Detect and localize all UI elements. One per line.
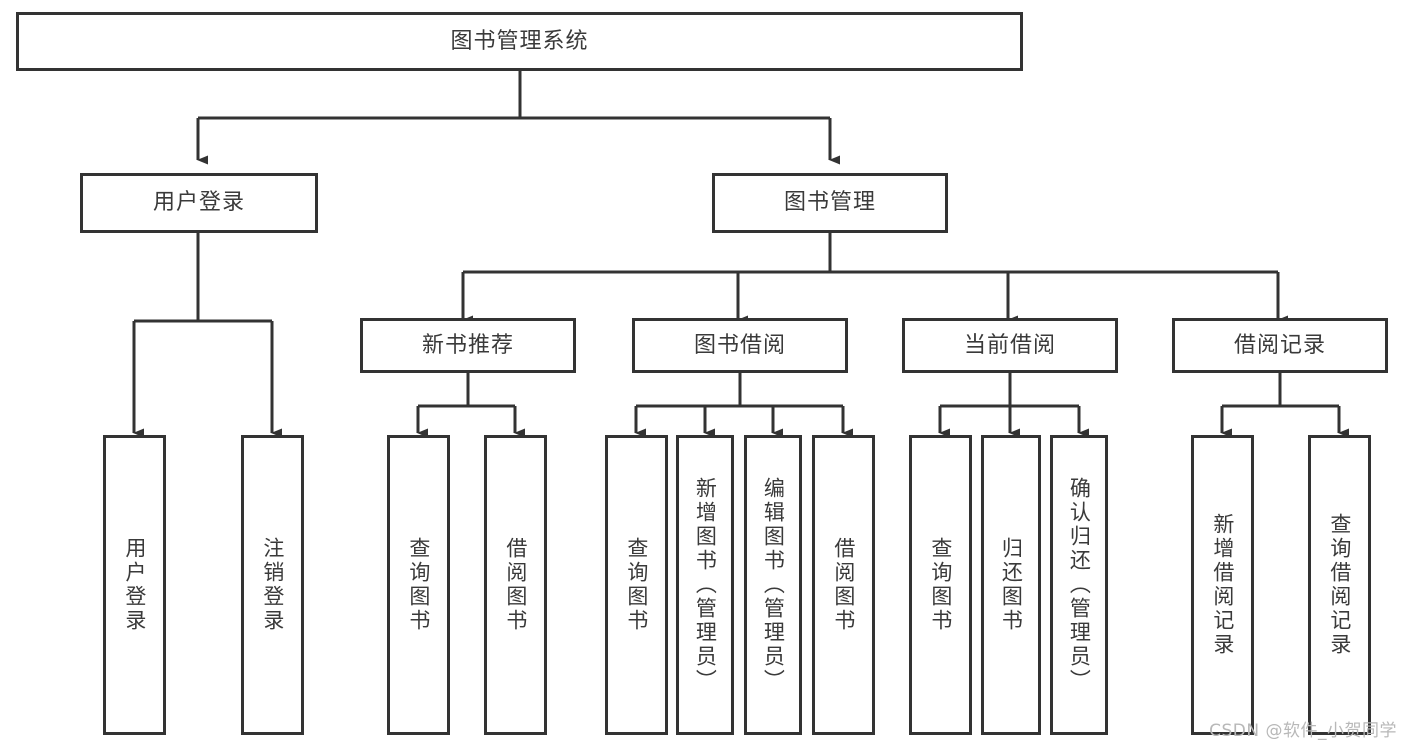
node-leaf-user-login[interactable]: 用户登录 [103,435,166,735]
node-current-borrow[interactable]: 当前借阅 [902,318,1118,373]
node-leaf-query-book-3-label: 查询图书 [928,537,953,633]
node-leaf-add-book-label: 新增图书（管理员） [693,477,718,693]
node-book-management-label: 图书管理 [783,190,876,216]
node-leaf-edit-book[interactable]: 编辑图书（管理员） [744,435,802,735]
node-book-borrow-label: 图书借阅 [693,332,786,358]
node-leaf-query-book-1-label: 查询图书 [406,537,431,633]
node-leaf-add-record-label: 新增借阅记录 [1210,513,1235,657]
node-book-borrow[interactable]: 图书借阅 [632,318,848,373]
node-leaf-query-book-2-label: 查询图书 [624,537,649,633]
csdn-watermark: CSDN @软件_小贺同学 [1209,721,1397,741]
node-leaf-add-record[interactable]: 新增借阅记录 [1191,435,1254,735]
node-leaf-add-book[interactable]: 新增图书（管理员） [676,435,734,735]
node-leaf-query-book-1[interactable]: 查询图书 [387,435,450,735]
node-borrow-record-label: 借阅记录 [1233,332,1326,358]
node-leaf-return-book-label: 归还图书 [999,537,1024,633]
node-leaf-logout-label: 注销登录 [260,537,285,633]
node-leaf-return-book[interactable]: 归还图书 [981,435,1041,735]
node-leaf-confirm-return-label: 确认归还（管理员） [1067,477,1092,693]
node-book-management[interactable]: 图书管理 [712,173,948,233]
node-borrow-record[interactable]: 借阅记录 [1172,318,1388,373]
node-leaf-query-record[interactable]: 查询借阅记录 [1308,435,1371,735]
node-leaf-borrow-book-2-label: 借阅图书 [831,537,856,633]
node-leaf-borrow-book-1-label: 借阅图书 [503,537,528,633]
node-leaf-user-login-label: 用户登录 [122,537,147,633]
node-current-borrow-label: 当前借阅 [963,332,1056,358]
node-user-login-label: 用户登录 [152,190,245,216]
node-leaf-logout[interactable]: 注销登录 [241,435,304,735]
node-new-book-recommend[interactable]: 新书推荐 [360,318,576,373]
node-root[interactable]: 图书管理系统 [16,12,1023,71]
node-leaf-borrow-book-2[interactable]: 借阅图书 [812,435,875,735]
node-root-label: 图书管理系统 [450,28,589,54]
node-leaf-query-book-3[interactable]: 查询图书 [909,435,972,735]
node-leaf-borrow-book-1[interactable]: 借阅图书 [484,435,547,735]
node-leaf-confirm-return[interactable]: 确认归还（管理员） [1050,435,1108,735]
node-leaf-edit-book-label: 编辑图书（管理员） [761,477,786,693]
node-leaf-query-record-label: 查询借阅记录 [1327,513,1352,657]
node-leaf-query-book-2[interactable]: 查询图书 [605,435,668,735]
node-new-book-recommend-label: 新书推荐 [421,332,514,358]
node-user-login[interactable]: 用户登录 [80,173,318,233]
